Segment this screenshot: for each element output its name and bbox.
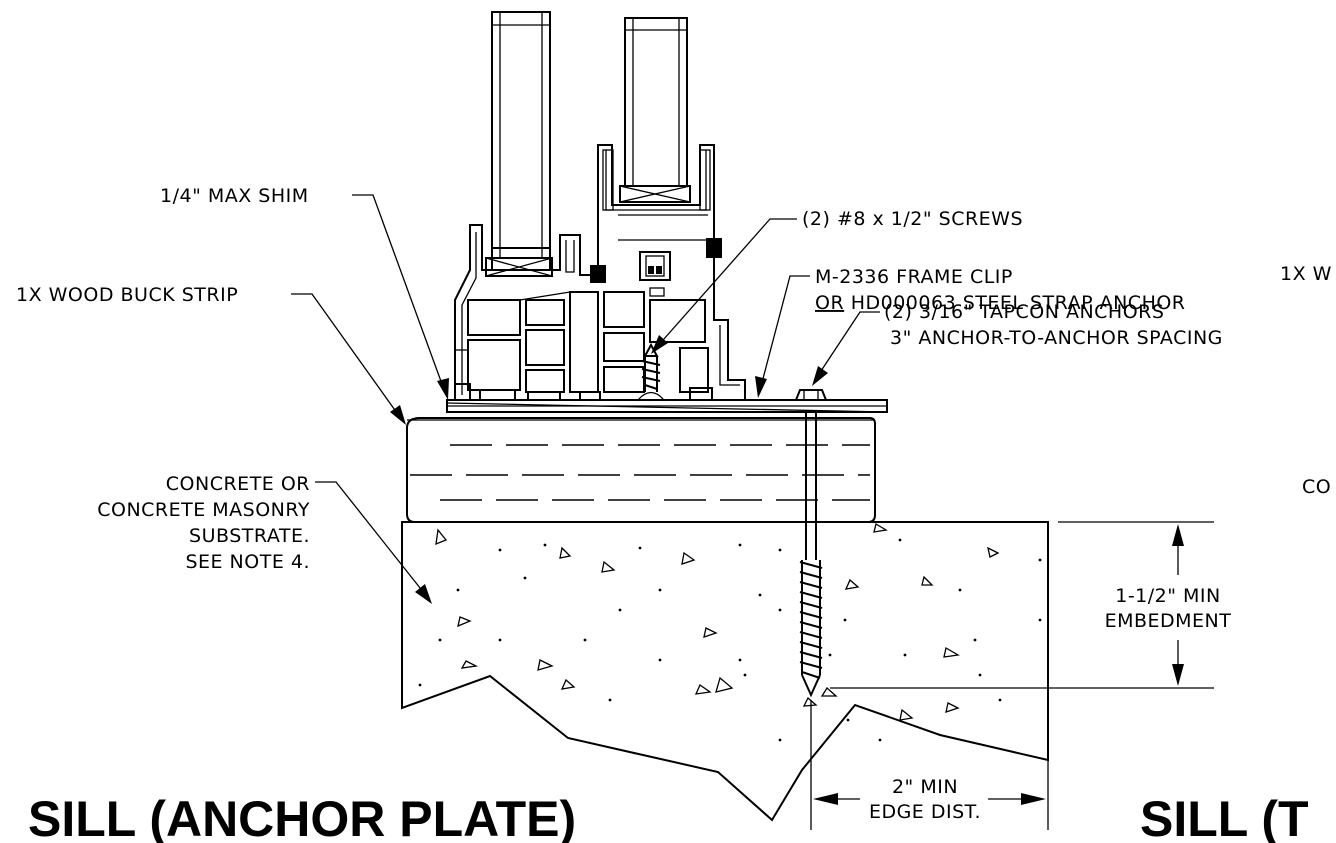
frame-clip-or: OR (815, 292, 844, 314)
tapcon-anchor (794, 389, 828, 698)
concrete-label-line1: CONCRETE OR (166, 473, 310, 495)
detail-title-left: SILL (ANCHOR PLATE) (28, 791, 576, 843)
buck-strip-label: 1X WOOD BUCK STRIP (16, 284, 238, 306)
embedment-label-line2: EMBEDMENT (1105, 610, 1232, 632)
leader-lines (291, 194, 880, 604)
frame-clip-label-line2: OR HD000063 STEEL STRAP ANCHOR (815, 292, 1186, 314)
concrete-label-line2: CONCRETE MASONRY (97, 499, 310, 521)
right-cut-label-top: 1X W (1280, 263, 1332, 285)
detail-title-right: SILL (T (1140, 791, 1309, 843)
embedment-label-line1: 1-1/2" MIN (1115, 585, 1221, 607)
edge-distance-label-line2: EDGE DIST. (869, 801, 981, 823)
frame-clip-label-line1: M-2336 FRAME CLIP (815, 266, 1013, 288)
window-frame-profile (454, 11, 746, 401)
concrete-label-line4: SEE NOTE 4. (185, 551, 310, 573)
edge-distance-label-line1: 2" MIN (892, 776, 958, 798)
wood-buck-strip (406, 417, 876, 523)
shim-label: 1/4" MAX SHIM (160, 185, 309, 207)
concrete-substrate (401, 521, 1049, 822)
tapcon-label-line1: (2) 3/16" TAPCON ANCHORS (884, 301, 1164, 323)
frame-clip-anchor: HD000063 STEEL STRAP ANCHOR (844, 292, 1185, 314)
tapcon-label-line2: 3" ANCHOR-TO-ANCHOR SPACING (890, 327, 1223, 349)
concrete-label-line3: SUBSTRATE. (189, 525, 310, 547)
right-cut-label-mid: CO (1302, 476, 1331, 498)
edge-distance-dimension (810, 700, 1049, 830)
screws-label: (2) #8 x 1/2" SCREWS (802, 208, 1023, 230)
embedment-dimension (830, 521, 1214, 689)
shim-and-clip-plate (446, 399, 888, 413)
